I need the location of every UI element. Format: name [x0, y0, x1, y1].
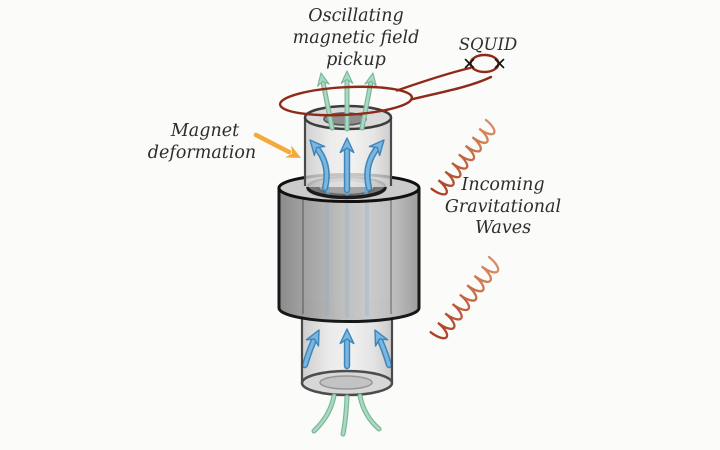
label-deformation-line2: deformation: [148, 143, 256, 163]
label-deformation-line1: Magnet: [170, 121, 240, 141]
label-waves-line2: Gravitational: [445, 197, 561, 217]
field-through-bore: [325, 192, 369, 318]
label-pickup-line2: magnetic field: [293, 28, 420, 48]
circuit-lead-upper: [395, 66, 472, 92]
pickup-tube-lower: [300, 300, 394, 397]
magnet-body: [277, 186, 421, 323]
circuit-lead-lower: [409, 75, 493, 101]
tube-bottom-bore: [319, 375, 373, 390]
labels: Oscillating magnetic field pickup SQUID …: [148, 6, 561, 238]
josephson-junction-marks: [464, 58, 505, 69]
label-waves-line1: Incoming: [460, 175, 544, 195]
bore-front-lip: [307, 187, 386, 198]
deformation-arrow-shaft: [253, 132, 292, 155]
label-waves-line3: Waves: [475, 218, 531, 238]
field-lines-exit-bottom: [311, 393, 382, 437]
deformation-arrow: [253, 132, 305, 165]
label-pickup-line3: pickup: [326, 50, 386, 70]
label-pickup-line1: Oscillating: [308, 6, 403, 26]
pickup-loop-circuit: [278, 53, 500, 117]
magnetic-field-arrows-top: [304, 134, 390, 194]
junction-x-icon: [464, 58, 475, 69]
label-squid: SQUID: [459, 35, 517, 54]
pickup-coil-loop: [278, 85, 414, 117]
magnetic-field-arrows-bottom: [301, 326, 393, 370]
wave-spiral-upper: [430, 118, 496, 196]
junction-x-icon: [494, 58, 505, 69]
